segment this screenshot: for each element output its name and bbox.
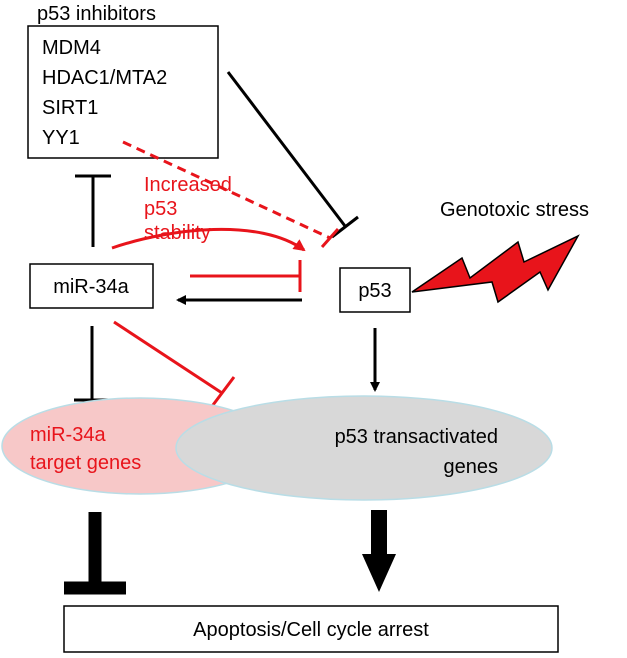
inhibitor-hdac1-mta2: HDAC1/MTA2 xyxy=(42,67,167,89)
mir34a-targets-line2: target genes xyxy=(30,452,141,474)
inhibitor-mdm4: MDM4 xyxy=(42,37,101,59)
mir34a-inhibit-p53-genes-line xyxy=(113,320,223,395)
yy1-dashed-inhibition-bar xyxy=(320,228,340,248)
mir34a-label: miR-34a xyxy=(53,276,129,298)
p53-label: p53 xyxy=(358,280,391,302)
mir34a-targets-line1: miR-34a xyxy=(30,424,106,446)
p53-targets-line1: p53 transactivated xyxy=(335,426,498,448)
inhibitors-inhibit-p53-bar xyxy=(331,215,359,239)
inhibitors-title: p53 inhibitors xyxy=(37,3,156,25)
genotoxic-stress-bolt-icon xyxy=(411,234,580,304)
mir34a-stabilizes-p53-arrow xyxy=(111,227,306,252)
mir34a-inhibit-p53-genes-bar xyxy=(208,376,236,410)
p53-box xyxy=(339,267,411,313)
stress-label: Genotoxic stress xyxy=(440,199,589,221)
outcome-label: Apoptosis/Cell cycle arrest xyxy=(193,619,429,641)
genes-to-outcome-arrow xyxy=(362,510,396,592)
inhibitors-inhibit-p53-line xyxy=(226,71,347,227)
p53-targets-line2: genes xyxy=(444,456,499,478)
inhibitor-yy1: YY1 xyxy=(42,127,80,149)
stability-note-line1: Increased xyxy=(144,174,232,196)
outcome-box xyxy=(63,605,559,653)
mir34a-box xyxy=(29,263,154,309)
inhibitors-box xyxy=(27,25,219,159)
yy1-dashed-inhibition-line xyxy=(122,140,331,240)
p53-targets-ellipse xyxy=(175,395,553,501)
inhibitor-sirt1: SIRT1 xyxy=(42,97,98,119)
stability-note-line2: p53 xyxy=(144,198,177,220)
